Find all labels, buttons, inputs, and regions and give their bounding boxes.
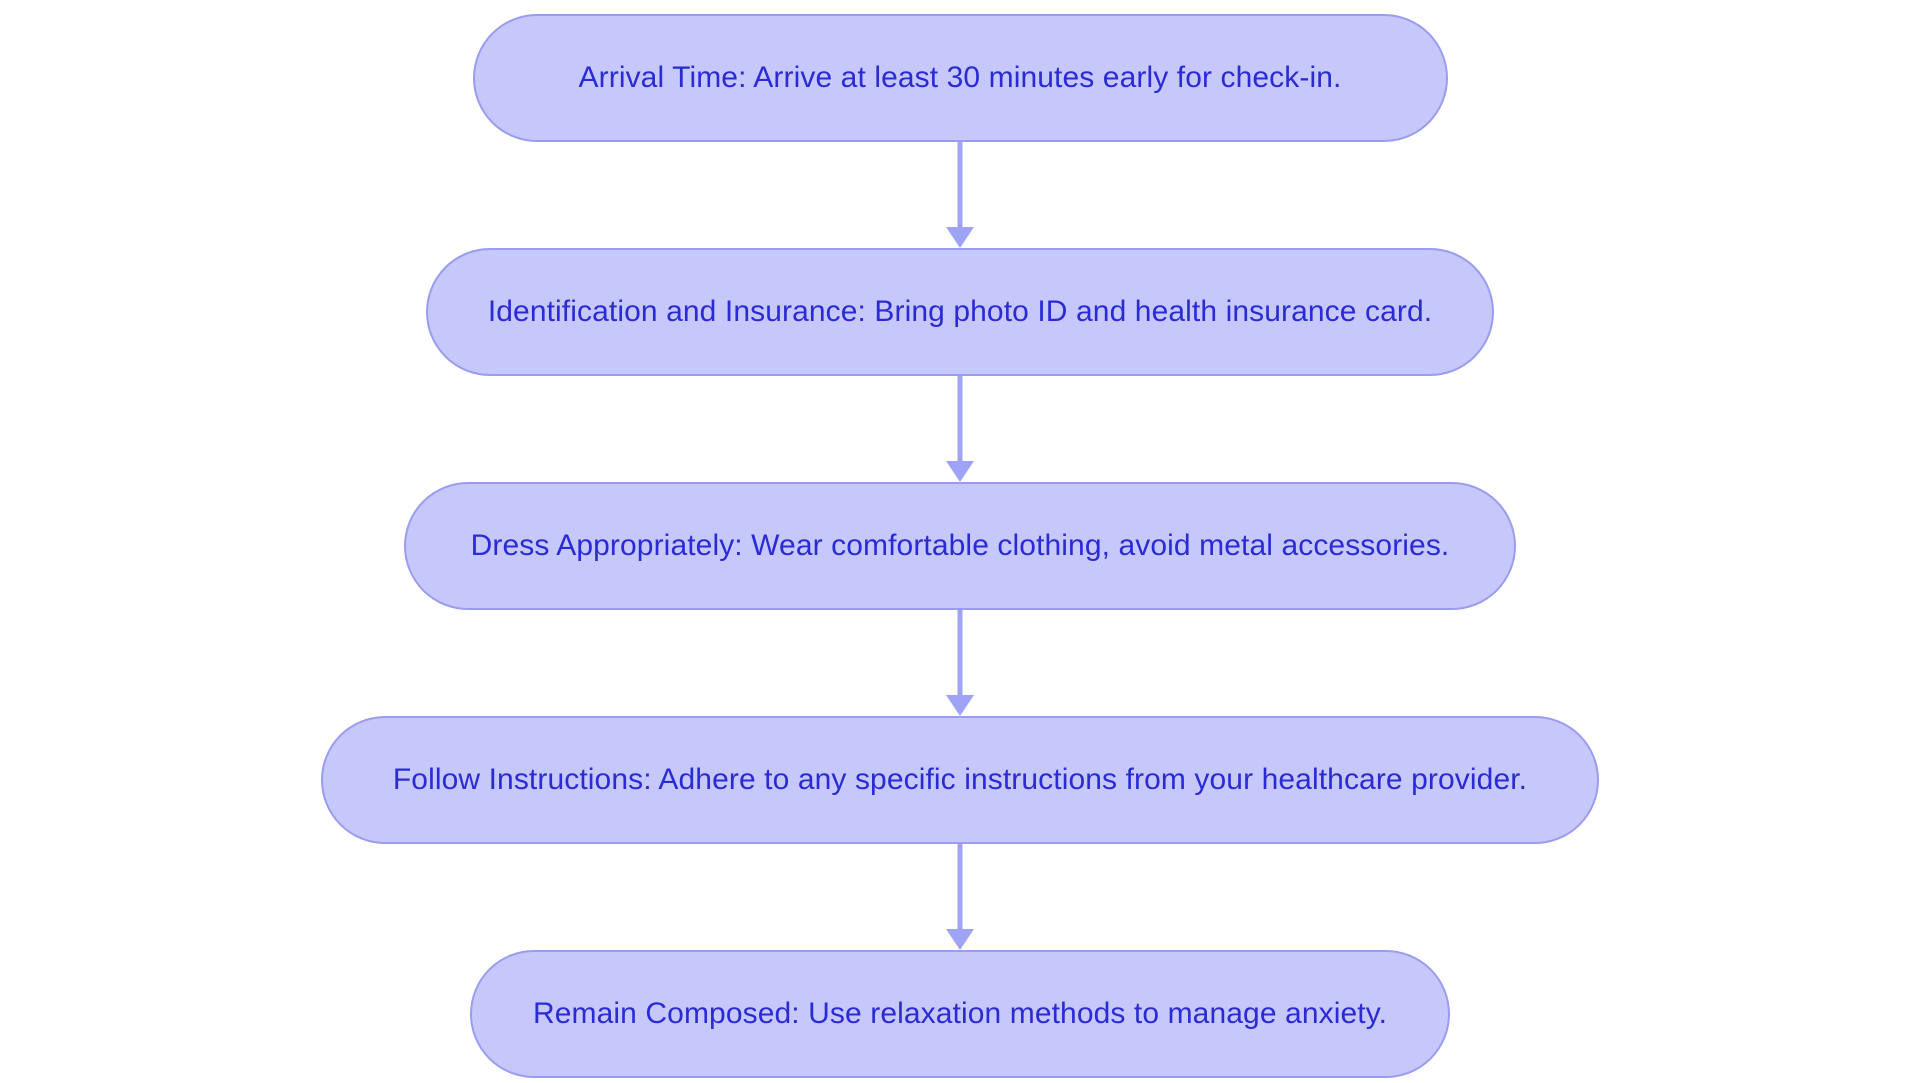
flowchart-arrow-1-to-2 xyxy=(940,142,980,248)
flowchart-node-label: Arrival Time: Arrive at least 30 minutes… xyxy=(578,61,1342,94)
arrow-stem xyxy=(957,142,963,228)
arrow-stem xyxy=(957,376,963,462)
arrow-head-icon xyxy=(946,461,974,482)
arrow-head-icon xyxy=(946,227,974,248)
flowchart-node-label: Follow Instructions: Adhere to any speci… xyxy=(392,763,1528,796)
arrow-stem xyxy=(957,844,963,930)
flowchart-node-arrival-time[interactable]: Arrival Time: Arrive at least 30 minutes… xyxy=(472,14,1448,142)
flowchart-node-label: Remain Composed: Use relaxation methods … xyxy=(532,997,1388,1030)
flowchart-node-remain-composed[interactable]: Remain Composed: Use relaxation methods … xyxy=(470,950,1450,1078)
flowchart-node-label: Identification and Insurance: Bring phot… xyxy=(487,295,1433,328)
arrow-stem xyxy=(957,610,963,696)
flowchart-arrow-3-to-4 xyxy=(940,610,980,716)
flowchart-node-dress-appropriately[interactable]: Dress Appropriately: Wear comfortable cl… xyxy=(404,482,1516,610)
flowchart-node-label: Dress Appropriately: Wear comfortable cl… xyxy=(470,529,1450,562)
flowchart-node-identification-and-insurance[interactable]: Identification and Insurance: Bring phot… xyxy=(426,248,1494,376)
arrow-head-icon xyxy=(946,929,974,950)
flowchart-node-follow-instructions[interactable]: Follow Instructions: Adhere to any speci… xyxy=(321,716,1599,844)
flowchart-node-column: Arrival Time: Arrive at least 30 minutes… xyxy=(0,14,1920,1078)
arrow-head-icon xyxy=(946,695,974,716)
flowchart-arrow-4-to-5 xyxy=(940,844,980,950)
flowchart-arrow-2-to-3 xyxy=(940,376,980,482)
